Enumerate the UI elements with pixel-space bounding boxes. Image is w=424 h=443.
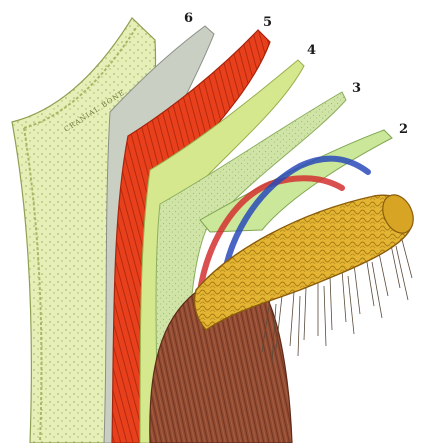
layer-2-label: 2 <box>399 122 408 137</box>
layer-4-label: 4 <box>307 43 316 58</box>
layer-3-label: 3 <box>352 81 361 96</box>
layer-5-label: 5 <box>263 15 272 30</box>
layer-6-label: 6 <box>184 11 193 26</box>
